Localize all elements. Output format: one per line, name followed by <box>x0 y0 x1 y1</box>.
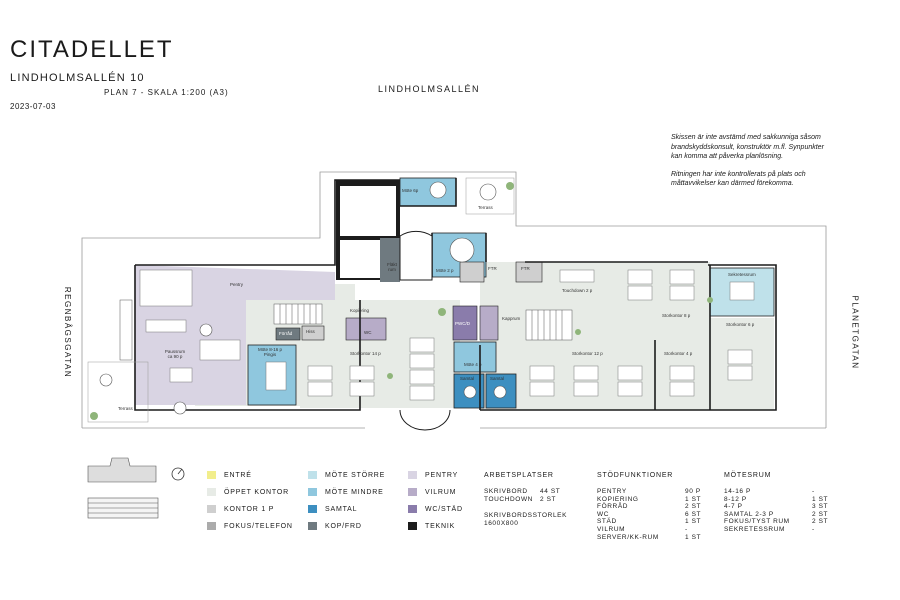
label-hiss: Hiss <box>306 329 315 334</box>
swatch-icon <box>308 522 317 530</box>
table-row: VILRUM- <box>597 525 688 533</box>
label-pentry: Pentry <box>230 282 244 287</box>
room-forrad <box>275 327 301 341</box>
label-storkontor14: Storkontor 14 p <box>350 351 381 356</box>
north-arrow-icon <box>171 467 185 481</box>
label-kopiering: Kopiering <box>350 308 370 313</box>
label-touchdown: Touchdown 2 p <box>562 288 593 293</box>
table-row: SEKRETESSRUM- <box>724 525 815 533</box>
label-paussrum: Paussrum ca 90 p <box>164 349 186 359</box>
room-pwc <box>452 305 478 341</box>
note-paragraph-2: Ritningen har inte kontrollerats på plat… <box>671 170 806 188</box>
swatch-icon <box>207 471 216 479</box>
label-mote-top: Möte 6p <box>402 188 419 193</box>
label-storkontor12: Storkontor 12 p <box>572 351 603 356</box>
date: 2023-07-03 <box>10 102 56 111</box>
swatch-icon <box>207 505 216 513</box>
desks <box>145 269 755 401</box>
plants <box>90 182 713 420</box>
swatch-icon <box>308 505 317 513</box>
stodfunktioner-title: STÖDFUNKTIONER <box>597 472 674 479</box>
label-pwc: PWC/D <box>455 321 470 326</box>
legend-kop-frd: KOP/FRD <box>308 521 385 531</box>
building-walls <box>134 178 777 411</box>
label-wc: WC <box>364 330 372 335</box>
label-kapprum: Kapprum <box>502 316 521 321</box>
legend-kontor-1p: KONTOR 1 P <box>207 504 293 514</box>
arbetsplatser-title: ARBETSPLATSER <box>484 472 554 479</box>
legend-mote-storre: MÖTE STÖRRE <box>308 470 385 480</box>
address: LINDHOLMSALLÉN 10 <box>10 72 145 84</box>
swatch-icon <box>207 488 216 496</box>
legend-mote-mindre: MÖTE MINDRE <box>308 487 385 497</box>
swatch-icon <box>207 522 216 530</box>
room-hiss <box>301 325 325 341</box>
table-row: 14-16 P- <box>724 488 815 495</box>
room-wc <box>345 317 387 341</box>
note-paragraph-1: Skissen är inte avstämd med sakkunniga s… <box>671 134 824 160</box>
label-storkontor8: Storkontor 8 p <box>662 313 691 318</box>
swatch-icon <box>408 471 417 479</box>
label-mote2: Möte 2 p <box>436 268 454 273</box>
legend-oppet-kontor: ÖPPET KONTOR <box>207 487 293 497</box>
legend-fokus: FOKUS/TELEFON <box>207 521 293 531</box>
legend-vilrum: VILRUM <box>408 487 463 497</box>
label-sekretess: Sekretessrum <box>728 272 756 277</box>
desk-size-value: 1600X800 <box>484 519 519 527</box>
swatch-icon <box>408 505 417 513</box>
legend-teknik: TEKNIK <box>408 521 463 531</box>
label-forrad: Förråd <box>279 331 293 336</box>
key-map <box>87 457 159 519</box>
page-title: CITADELLET <box>10 36 174 63</box>
label-storkontor6: Storkontor 6 p <box>726 322 755 327</box>
plan-scale: PLAN 7 - SKALA 1:200 (A3) <box>104 88 229 97</box>
legend-samtal: SAMTAL <box>308 504 385 514</box>
swatch-icon <box>408 522 417 530</box>
desk-size-label: SKRIVBORDSSTORLEK <box>484 512 568 520</box>
legend-wc-stad: WC/STÄD <box>408 504 463 514</box>
label-ftr1: FTR <box>488 266 497 271</box>
label-terrass-left: Terrass <box>118 406 133 411</box>
label-samtal1: Samtal <box>460 376 475 381</box>
label-mote816: Möte 8-16 p Pingis <box>257 347 282 357</box>
label-samtal2: Samtal <box>490 376 505 381</box>
stairs <box>273 303 573 341</box>
motesrum-title: MÖTESRUM <box>724 472 772 479</box>
legend-col-3: PENTRY VILRUM WC/STÄD TEKNIK <box>408 470 463 531</box>
street-top: LINDHOLMSALLÉN <box>378 84 481 94</box>
label-storkontor4: Storkontor 4 p <box>664 351 693 356</box>
label-ftr2: FTR <box>521 266 530 271</box>
label-flakt: Fläkt rum <box>387 262 397 272</box>
swatch-icon <box>408 488 417 496</box>
label-mote4: Möte 4 p <box>464 362 482 367</box>
room-mote4 <box>453 341 497 373</box>
disclaimer-note: Skissen är inte avstämd med sakkunniga s… <box>671 133 831 197</box>
label-terrass-top: Terrass <box>478 205 493 210</box>
legend-col-1: ENTRÉ ÖPPET KONTOR KONTOR 1 P FOKUS/TELE… <box>207 470 293 531</box>
legend-pentry: PENTRY <box>408 470 463 480</box>
legend-col-2: MÖTE STÖRRE MÖTE MINDRE SAMTAL KOP/FRD <box>308 470 385 531</box>
room-mote816 <box>247 344 297 406</box>
site-outline <box>81 171 827 429</box>
swatch-icon <box>308 471 317 479</box>
swatch-icon <box>308 488 317 496</box>
legend-entre: ENTRÉ <box>207 470 293 480</box>
